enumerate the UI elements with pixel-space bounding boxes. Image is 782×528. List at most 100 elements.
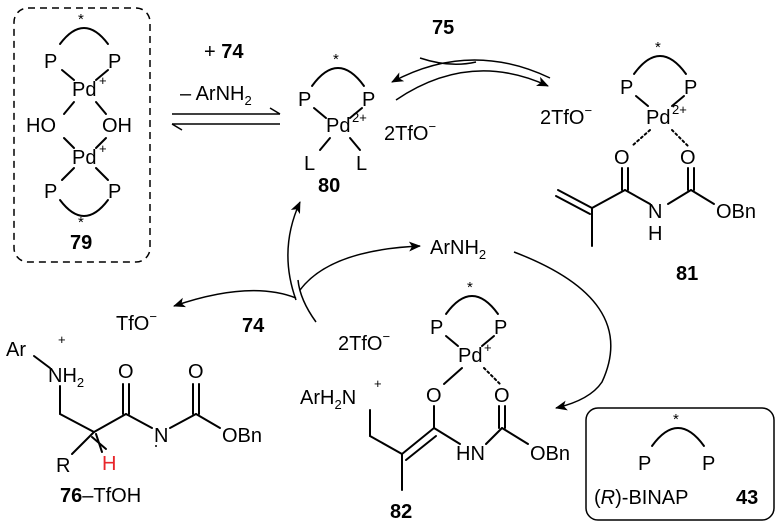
compound-number-80: 80 xyxy=(318,175,340,197)
binap-name: (R)-BINAP xyxy=(594,487,688,509)
bond xyxy=(61,167,75,181)
arrow-to-arnh2 xyxy=(299,241,421,291)
compound-79-dimer: * P P Pd + HO OH Pd + P P * 79 xyxy=(13,7,151,263)
bond xyxy=(557,189,593,209)
n-atom: N xyxy=(648,201,662,223)
bond xyxy=(319,137,331,151)
bond xyxy=(95,137,107,149)
bond xyxy=(93,413,127,433)
p-atom: P xyxy=(702,453,715,475)
p-atom: P xyxy=(298,89,311,111)
binap-arc xyxy=(633,55,687,75)
pd-atom: Pd xyxy=(458,345,482,367)
charge: + xyxy=(99,73,107,88)
ho-group: HO xyxy=(26,115,56,137)
o-atom: O xyxy=(426,385,442,407)
arrow-from-74 xyxy=(297,279,317,323)
arrow-80-to-81 xyxy=(395,70,549,101)
ligand-l: L xyxy=(356,153,367,175)
pd-atom: Pd xyxy=(326,115,350,137)
arrow-to-80 xyxy=(287,201,301,301)
oh-group: OH xyxy=(102,115,132,137)
bond xyxy=(555,195,591,215)
bond xyxy=(125,413,153,429)
o-atom: O xyxy=(614,147,630,169)
arrow-81-to-82 xyxy=(513,251,612,411)
star: * xyxy=(333,51,339,68)
central-arrows xyxy=(173,201,612,411)
binap-arc xyxy=(651,427,705,447)
bond xyxy=(63,101,75,115)
bond xyxy=(501,427,529,445)
p-atom: P xyxy=(108,51,121,73)
bond xyxy=(591,189,626,209)
tfo-label: TfO− xyxy=(116,309,157,335)
bond xyxy=(405,435,437,461)
charge: 2+ xyxy=(352,110,367,125)
obn-group: OBn xyxy=(222,425,262,447)
bond xyxy=(71,431,95,455)
compound-number-81: 81 xyxy=(676,263,698,285)
bond xyxy=(95,69,109,81)
bond xyxy=(95,101,107,115)
ar-group: Ar xyxy=(6,339,26,361)
legend-box xyxy=(585,407,775,521)
binap-arc-bottom xyxy=(59,199,109,217)
binap-arc xyxy=(311,67,365,87)
equilibrium-79-80: + 74 – ArNH2 xyxy=(171,41,281,131)
counterion: 2TfO− xyxy=(338,329,390,355)
binap-legend: * P P (R)-BINAP 43 xyxy=(585,407,775,521)
compound-76-tfoh: Ar + NH2 R H O N O OBn 76–TfOH xyxy=(6,332,262,507)
bond xyxy=(635,95,649,107)
reagent-label: + 74 xyxy=(204,41,244,63)
coordination-bond xyxy=(631,129,651,147)
bond xyxy=(63,137,75,149)
bond xyxy=(33,355,51,369)
o-atom: O xyxy=(118,361,134,383)
p-atom: P xyxy=(494,317,507,339)
charge: + xyxy=(484,340,492,355)
arh2n-group: ArH2N xyxy=(300,387,356,412)
pd-atom: Pd xyxy=(72,79,96,101)
p-atom: P xyxy=(684,77,697,99)
obn-group: OBn xyxy=(530,443,570,465)
byproduct-label: – ArNH2 xyxy=(180,83,252,108)
arrow-81-to-80 xyxy=(391,59,551,83)
star: * xyxy=(467,279,473,296)
compound-number-43: 43 xyxy=(736,487,758,509)
reagent-74: 74 xyxy=(242,315,265,337)
p-atom: P xyxy=(44,181,57,203)
nh2-group: NH2 xyxy=(48,365,84,390)
star: * xyxy=(655,39,661,56)
compound-81: 2TfO− * P P Pd 2+ O O N H OBn 81 xyxy=(540,39,756,285)
coordination-bond xyxy=(483,367,501,385)
bond xyxy=(401,427,435,455)
counterion: 2TfO− xyxy=(384,119,436,145)
bond xyxy=(445,335,459,347)
counterion: 2TfO− xyxy=(540,103,592,129)
bond xyxy=(485,427,503,445)
bond xyxy=(61,69,75,81)
bond xyxy=(195,413,221,429)
bond xyxy=(433,427,461,445)
bond xyxy=(349,137,361,151)
compound-82: 2TfO− * P P Pd + O O ArH2N + HN OBn 82 xyxy=(300,279,570,523)
charge: 2+ xyxy=(672,102,687,117)
bond xyxy=(667,189,692,205)
bond xyxy=(59,413,95,433)
bond xyxy=(95,167,109,181)
reverse-arrow-head xyxy=(171,123,183,131)
compound-number-76: 76–TfOH xyxy=(60,485,141,507)
p-atom: P xyxy=(108,181,121,203)
p-atom: P xyxy=(44,51,57,73)
bond xyxy=(690,189,715,205)
ligand-l: L xyxy=(304,153,315,175)
bond xyxy=(169,413,197,429)
forward-arrow-head xyxy=(269,107,281,115)
bond xyxy=(369,435,403,455)
p-atom: P xyxy=(430,317,443,339)
p-atom: P xyxy=(620,77,633,99)
bond xyxy=(481,335,495,347)
star: * xyxy=(78,214,84,231)
